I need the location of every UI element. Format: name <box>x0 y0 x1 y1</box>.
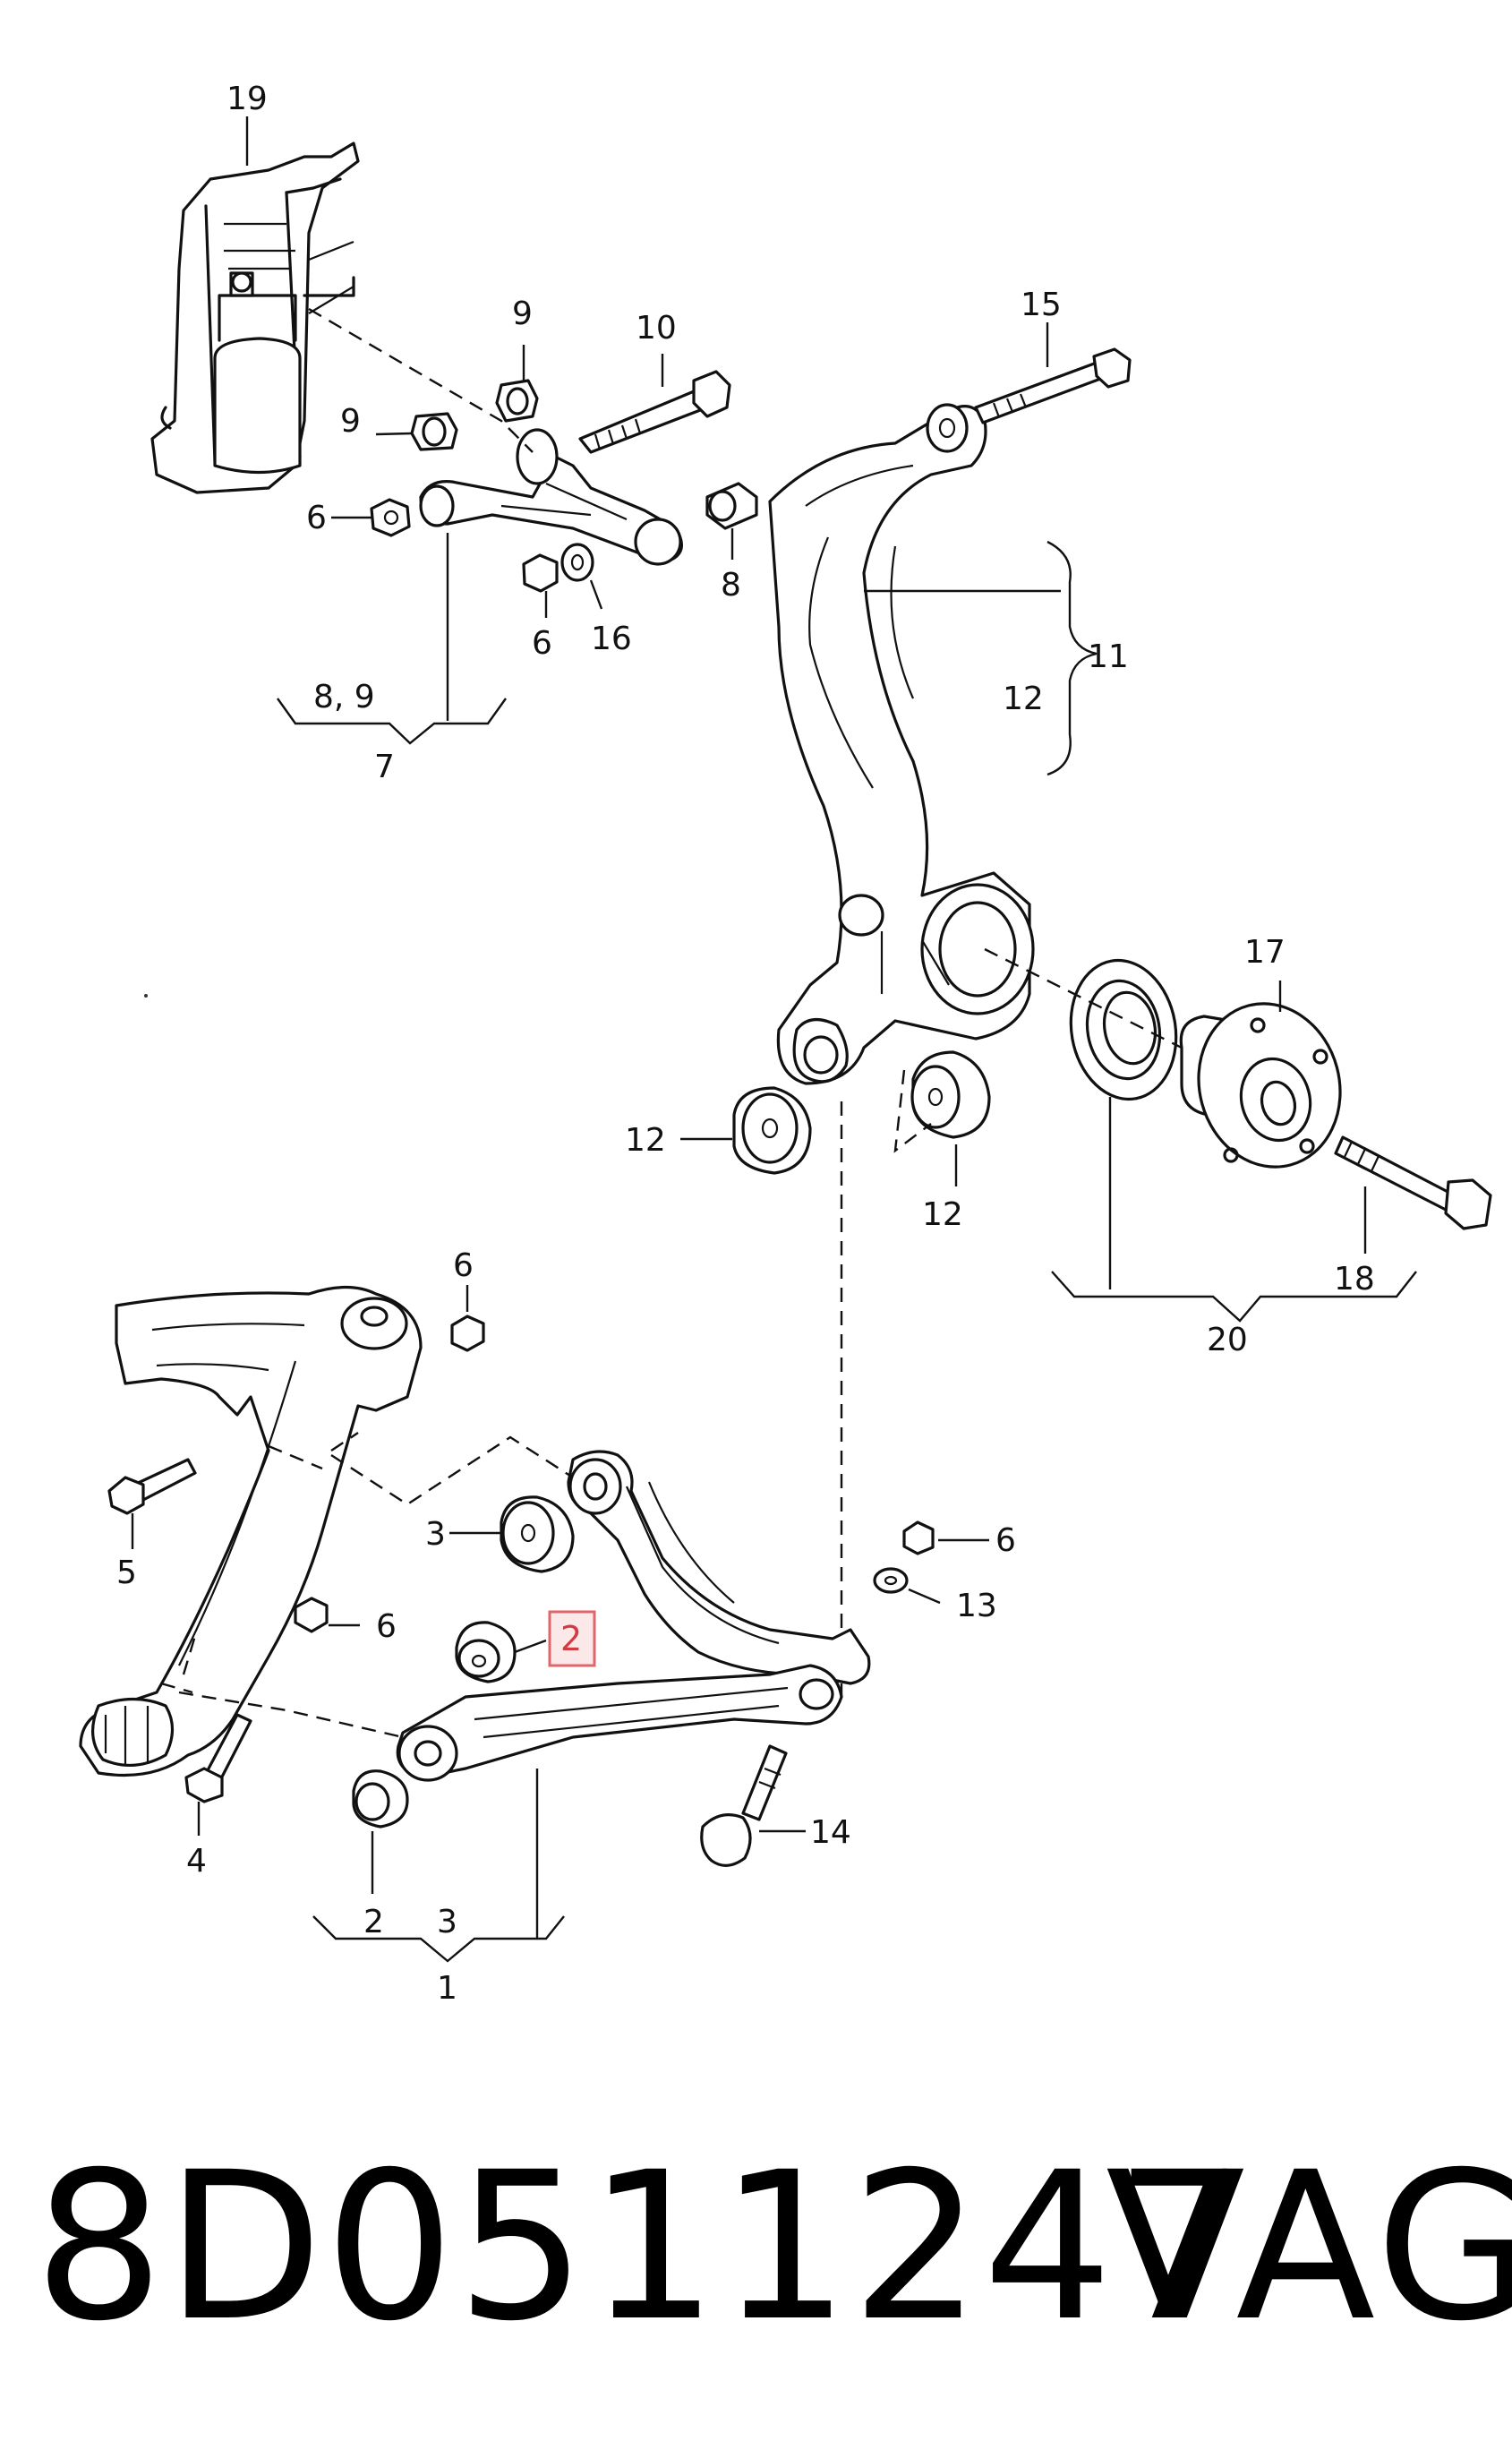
steering-knuckle <box>768 403 1035 1085</box>
nut-6-lower-right <box>902 1520 935 1555</box>
nut-6-upper <box>370 498 411 537</box>
callout-11: 11 <box>1088 638 1129 675</box>
bushing-2-lower <box>352 1769 409 1829</box>
callout-6-mid: 6 <box>532 625 552 662</box>
callout-20: 20 <box>1207 1322 1248 1358</box>
callout-6-upper: 6 <box>306 500 327 536</box>
lower-control-arm <box>396 1450 871 1782</box>
callout-6-lower-right: 6 <box>995 1522 1016 1559</box>
callout-12-right: 12 <box>922 1196 963 1233</box>
upper-control-arm <box>419 428 683 566</box>
callout-8: 8 <box>721 567 741 604</box>
brand-name: VAG <box>1106 2128 1512 2366</box>
nut-6-lower-top <box>450 1315 485 1352</box>
nut-6-mid <box>522 553 559 593</box>
subframe <box>79 1285 423 1777</box>
bushing-9-top <box>495 379 539 423</box>
bushing-9-left <box>410 412 458 451</box>
callout-14: 14 <box>810 1814 851 1851</box>
callout-6-lower-top: 6 <box>453 1247 474 1284</box>
bushing-12-left <box>732 1086 812 1175</box>
bolt-4 <box>184 1713 252 1803</box>
callout-19: 19 <box>226 81 268 117</box>
callout-8-9: 8, 9 <box>313 679 375 715</box>
callout-9-top: 9 <box>512 295 533 332</box>
callout-3-upper: 3 <box>425 1516 446 1553</box>
callout-4: 4 <box>186 1843 207 1880</box>
bushing-8 <box>705 482 758 530</box>
callout-2-highlighted: 2 <box>560 1619 582 1658</box>
callout-17: 17 <box>1244 934 1286 971</box>
stray-dot <box>144 994 148 998</box>
callout-12-knuckle: 12 <box>1003 681 1044 717</box>
bushing-3 <box>500 1495 575 1573</box>
washer-16 <box>560 543 594 582</box>
highlight-box-2 <box>548 1610 596 1667</box>
bolt-5 <box>107 1458 197 1515</box>
callout-10: 10 <box>636 310 677 347</box>
wheel-bearing <box>1069 958 1178 1101</box>
callout-12-left: 12 <box>625 1122 666 1159</box>
washer-13 <box>873 1567 909 1594</box>
callout-3-lower: 3 <box>437 1904 457 1940</box>
strut-tower-mount <box>150 141 360 494</box>
callout-5: 5 <box>116 1555 137 1591</box>
bolt-18 <box>1334 1135 1492 1230</box>
part-number: 8D0511247 <box>34 2128 1247 2366</box>
bushing-2-highlighted <box>455 1621 517 1683</box>
bolt-14 <box>700 1744 788 1867</box>
callout-7: 7 <box>374 749 395 785</box>
bolt-10 <box>578 370 731 454</box>
callout-16: 16 <box>591 621 632 657</box>
callout-9-left: 9 <box>340 403 361 440</box>
exploded-parts-diagram: 2 19 9 10 15 9 6 8 6 16 11 12 8, 9 7 17 … <box>79 81 1492 2007</box>
callout-15: 15 <box>1021 287 1062 323</box>
bushing-12-right <box>910 1050 991 1139</box>
callout-6-lower-mid: 6 <box>376 1608 397 1645</box>
callout-1: 1 <box>437 1970 457 2007</box>
callout-2-lower: 2 <box>363 1904 384 1940</box>
wheel-hub <box>1179 1002 1342 1169</box>
bolt-15 <box>974 347 1132 424</box>
nut-6-lower-mid <box>294 1597 329 1633</box>
callout-13: 13 <box>956 1588 997 1624</box>
callout-18: 18 <box>1334 1261 1375 1298</box>
upper-arm-link <box>308 307 534 453</box>
